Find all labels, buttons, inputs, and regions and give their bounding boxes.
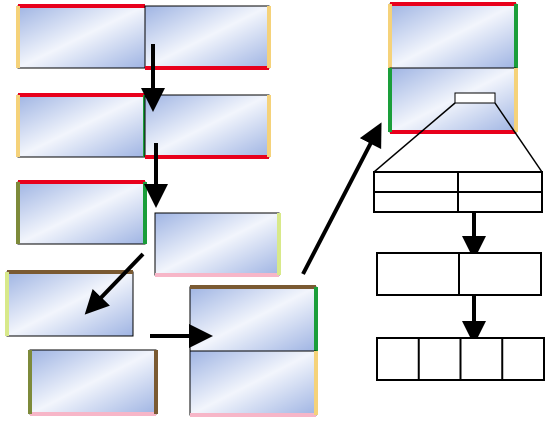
stage4-left-upper-body (6, 271, 134, 337)
stage1-block-left (16, 4, 146, 69)
stage4-right-upper (189, 285, 318, 352)
table-grid-1x4 (376, 337, 545, 381)
table-grid-2x2 (373, 171, 543, 213)
stage3-block-lower (154, 212, 281, 277)
zoom-highlight (454, 92, 496, 104)
stage3-block-upper (16, 180, 147, 245)
stage4-right-upper-body (189, 286, 317, 352)
stage5-lower-body (389, 67, 517, 133)
arrow-stage4-to-stage5 (301, 122, 382, 275)
stage5-lower (388, 67, 518, 134)
stage2-block-right-body (144, 94, 270, 158)
zoom-line-left (373, 102, 456, 173)
stage5-upper (388, 2, 518, 69)
stage1-block-right (144, 5, 271, 70)
stage1-block-right-body (144, 5, 270, 69)
stage4-right-lower (189, 350, 318, 417)
stage2-block-right (144, 94, 271, 159)
stage4-left-lower-body (29, 349, 157, 415)
zoom-line-right (494, 102, 543, 173)
tables-layer (373, 92, 545, 381)
stage2-block-left (16, 93, 147, 158)
stage4-right-lower-body (189, 350, 317, 416)
stage2-block-left-body (17, 94, 146, 158)
stage4-left-upper (5, 270, 134, 337)
stage3-block-upper-body (17, 181, 146, 245)
stage5-upper-body (389, 3, 517, 69)
stage3-block-lower-body (154, 212, 280, 276)
blocks-layer (5, 2, 518, 417)
stage4-left-lower (28, 349, 158, 416)
arrows-layer (84, 44, 486, 348)
table-grid-1x2 (376, 252, 542, 296)
arrow-stage3-to-stage4-left (84, 252, 145, 315)
stage1-block-left-body (17, 5, 146, 69)
